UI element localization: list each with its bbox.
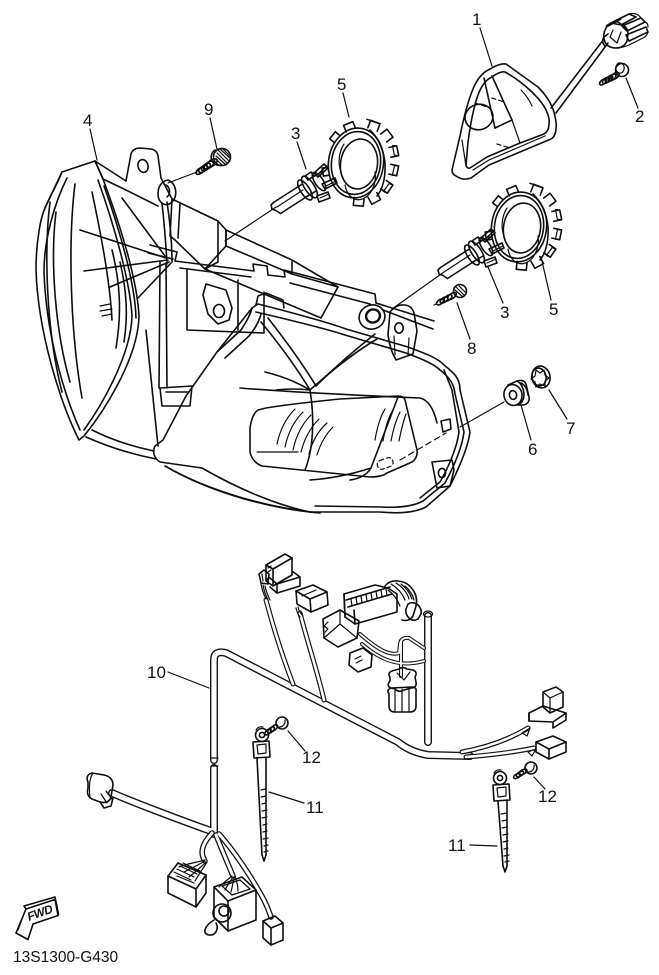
svg-text:6: 6 [528, 440, 537, 459]
svg-text:11: 11 [448, 836, 466, 855]
svg-text:12: 12 [538, 787, 557, 806]
svg-text:3: 3 [291, 124, 300, 143]
svg-text:10: 10 [147, 663, 166, 682]
svg-text:5: 5 [549, 300, 558, 319]
svg-text:3: 3 [500, 303, 509, 322]
svg-text:2: 2 [635, 107, 644, 126]
svg-text:8: 8 [467, 339, 476, 358]
svg-text:7: 7 [566, 419, 575, 438]
svg-text:5: 5 [337, 75, 346, 94]
svg-text:4: 4 [83, 111, 92, 130]
svg-text:11: 11 [306, 798, 324, 817]
svg-text:9: 9 [204, 100, 213, 119]
svg-text:13S1300-G430: 13S1300-G430 [13, 949, 119, 966]
svg-text:12: 12 [302, 748, 321, 767]
svg-text:1: 1 [472, 10, 481, 29]
